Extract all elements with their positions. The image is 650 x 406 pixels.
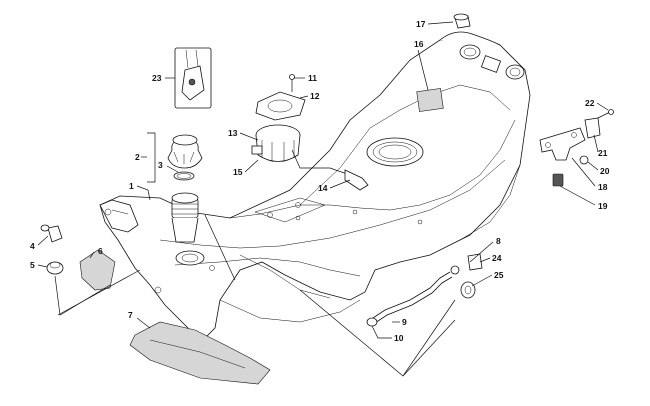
callout-3: 3: [158, 160, 163, 170]
callout-5: 5: [30, 260, 35, 270]
callout-9: 9: [402, 317, 407, 327]
callout-20: 20: [600, 166, 610, 176]
callout-22: 22: [585, 98, 595, 108]
grommet-5: [46, 261, 64, 275]
callout-6: 6: [98, 246, 103, 256]
cap-17: [453, 13, 471, 29]
o-ring: [173, 171, 195, 181]
callout-15: 15: [233, 167, 243, 177]
heat-shield: [129, 321, 271, 385]
callout-24: 24: [492, 253, 502, 263]
vent-valve: [174, 47, 212, 109]
filler-neck: [171, 192, 199, 243]
callouts: 1 2 3 4 5 6 7 8 9 10 11 12 13 14 15 16 1…: [30, 19, 610, 343]
grommet-25: [460, 281, 476, 299]
screw-22: [597, 109, 614, 119]
fuel-cap: [167, 134, 203, 169]
callout-13: 13: [228, 128, 238, 138]
callout-23: 23: [152, 73, 162, 83]
nut-20: [579, 155, 589, 165]
callout-4: 4: [30, 241, 35, 251]
bolt-4: [40, 224, 63, 243]
callout-12: 12: [310, 91, 320, 101]
callout-10: 10: [394, 333, 404, 343]
callout-21: 21: [598, 148, 608, 158]
hose-clamp: [366, 317, 378, 327]
callout-7: 7: [128, 310, 133, 320]
screw-11: [289, 74, 295, 92]
fuel-hose: [369, 271, 453, 326]
mount-bracket: [539, 127, 586, 161]
callout-11: 11: [308, 73, 317, 83]
callout-18: 18: [598, 182, 608, 192]
callout-16: 16: [414, 39, 424, 49]
callout-14: 14: [318, 183, 328, 193]
callout-17: 17: [416, 19, 426, 29]
insulation-pad: [79, 249, 116, 291]
clip-19: [552, 173, 564, 187]
fuel-tank: [99, 31, 531, 339]
fuel-pump-line: [344, 169, 369, 191]
gasket: [255, 91, 306, 121]
callout-19: 19: [598, 201, 608, 211]
clip-21: [584, 117, 601, 139]
leader-lines: [37, 21, 609, 377]
callout-8: 8: [496, 236, 501, 246]
fuel-level-sender: [251, 124, 351, 176]
callout-25: 25: [494, 270, 504, 280]
callout-2: 2: [135, 152, 140, 162]
callout-1: 1: [129, 181, 134, 191]
elbow-fitting: [450, 253, 483, 275]
